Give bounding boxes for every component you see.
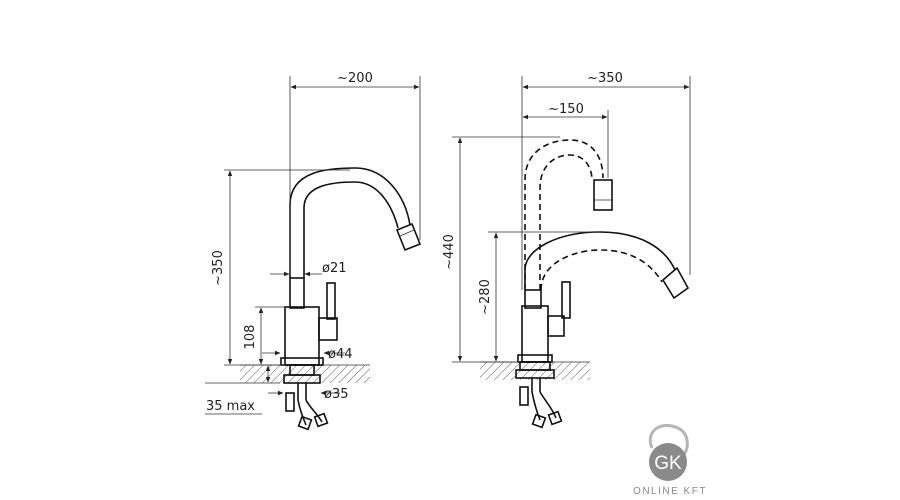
left-spout-inner: [303, 181, 399, 278]
dim-right-height-max: ~440: [442, 234, 457, 270]
brand-logo: GK ONLINE KFT: [633, 424, 707, 497]
right-pullout-inner: [539, 154, 593, 290]
dim-right-height-low: ~280: [478, 279, 493, 315]
logo-swoosh: [648, 424, 689, 456]
left-hose-end-1: [297, 415, 313, 431]
left-hose-2: [305, 399, 323, 423]
dim-base-diameter: ø44: [328, 347, 353, 362]
left-base-ring: [280, 357, 324, 366]
left-spout-outer: [289, 167, 411, 278]
right-spout-neck: [524, 289, 542, 309]
left-faucet: ~200 ~350 108 ø21 ø44 ø35 35 max: [205, 71, 422, 431]
left-lever-handle: [326, 282, 336, 320]
right-spout-outer: [524, 231, 676, 290]
left-spray-head: [395, 222, 422, 252]
logo-initials: GK: [654, 453, 682, 474]
dim-shank-diameter: ø35: [324, 387, 349, 402]
dim-counter-max: 35 max: [206, 399, 255, 414]
brand-name: ONLINE KFT: [633, 486, 707, 497]
left-hose-1: [297, 399, 307, 426]
dim-hose-diameter: ø21: [322, 261, 347, 276]
right-lever-block: [547, 315, 565, 337]
right-pullout-outer: [524, 139, 604, 290]
left-faucet-body: [284, 306, 320, 366]
left-spout-neck: [289, 277, 305, 309]
dim-right-pullout: ~150: [548, 102, 584, 117]
logo-badge: [649, 443, 687, 481]
right-lever-handle: [561, 281, 571, 319]
left-hose-connector: [285, 392, 295, 412]
left-countertop: [240, 365, 370, 383]
dim-left-height: ~350: [211, 250, 226, 286]
right-spray-head: [661, 266, 690, 300]
right-faucet-body: [521, 305, 549, 363]
left-hose-end-2: [313, 412, 329, 428]
right-faucet: ~350 ~150 ~440 ~280: [442, 71, 691, 429]
right-pullout-head: [593, 179, 613, 211]
left-lever-block: [318, 317, 338, 341]
right-countertop: [480, 362, 590, 380]
dim-left-body-height: 108: [243, 325, 258, 350]
dim-right-width: ~350: [587, 71, 623, 86]
dim-left-width: ~200: [337, 71, 373, 86]
right-spout-inner: [540, 249, 663, 291]
